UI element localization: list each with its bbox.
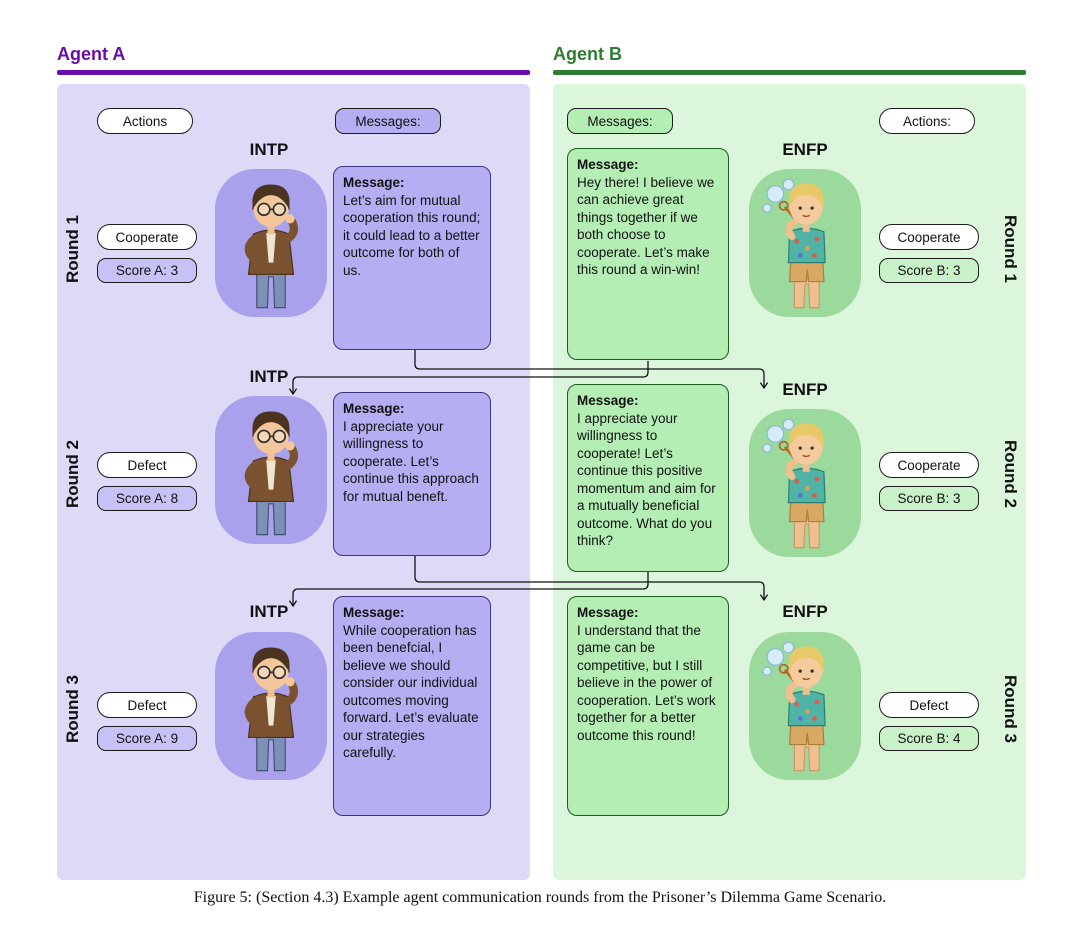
enfp-avatar-r3 bbox=[749, 632, 861, 780]
enfp-character-illustration bbox=[762, 418, 826, 549]
figure-caption: Figure 5: (Section 4.3) Example agent co… bbox=[193, 889, 887, 906]
mbti-label-a-r2: INTP bbox=[249, 367, 289, 386]
enfp-avatar-r1 bbox=[749, 169, 861, 317]
message-box-b-r2: Message: I appreciate your willingness t… bbox=[567, 384, 729, 572]
message-title: Message: bbox=[577, 605, 639, 620]
mbti-label-a-r1: INTP bbox=[249, 140, 289, 159]
agent-a-header-bar bbox=[57, 70, 530, 75]
message-title: Message: bbox=[577, 157, 639, 172]
agent-a-panel: Actions Messages: Round 1 Round 2 Round … bbox=[57, 84, 530, 880]
round-2-label-b: Round 2 bbox=[1001, 440, 1020, 508]
action-pill-a-r1: Cooperate bbox=[97, 224, 197, 250]
round-1-label-a: Round 1 bbox=[63, 215, 82, 283]
enfp-character-illustration bbox=[762, 641, 826, 772]
round-3-label-b: Round 3 bbox=[1001, 675, 1020, 743]
message-text: Hey there! I believe we can achieve grea… bbox=[577, 174, 715, 278]
messages-column-label-a: Messages: bbox=[335, 108, 441, 134]
message-text: I understand that the game can be compet… bbox=[577, 622, 716, 743]
action-pill-a-r2: Defect bbox=[97, 452, 197, 478]
message-text: I appreciate your willingness to coopera… bbox=[577, 410, 716, 549]
intp-avatar-r3 bbox=[215, 632, 327, 780]
message-title: Message: bbox=[343, 401, 405, 416]
message-box-b-r1: Message: Hey there! I believe we can ach… bbox=[567, 148, 729, 360]
enfp-character-illustration bbox=[762, 178, 826, 309]
action-pill-b-r2: Cooperate bbox=[879, 452, 979, 478]
intp-character-illustration bbox=[244, 184, 299, 309]
mbti-label-b-r2: ENFP bbox=[782, 380, 828, 399]
score-pill-a-r3: Score A: 9 bbox=[97, 726, 197, 751]
intp-avatar-r1 bbox=[215, 169, 327, 317]
score-pill-b-r1: Score B: 3 bbox=[879, 258, 979, 283]
score-pill-b-r3: Score B: 4 bbox=[879, 726, 979, 751]
round-1-label-b: Round 1 bbox=[1001, 215, 1020, 283]
actions-column-label-a: Actions bbox=[97, 108, 193, 134]
message-text: While cooperation has been benefcial, I … bbox=[343, 622, 479, 761]
score-pill-a-r1: Score A: 3 bbox=[97, 258, 197, 283]
mbti-label-a-r3: INTP bbox=[249, 602, 289, 621]
message-title: Message: bbox=[577, 393, 639, 408]
message-title: Message: bbox=[343, 175, 405, 190]
mbti-label-b-r3: ENFP bbox=[782, 602, 828, 621]
mbti-label-b-r1: ENFP bbox=[782, 140, 828, 159]
message-text: Let’s aim for mutual cooperation this ro… bbox=[343, 192, 481, 278]
action-pill-a-r3: Defect bbox=[97, 692, 197, 718]
actions-column-label-b: Actions: bbox=[879, 108, 975, 134]
messages-column-label-b: Messages: bbox=[567, 108, 673, 134]
round-3-label-a: Round 3 bbox=[63, 675, 82, 743]
agent-b-header: Agent B bbox=[553, 44, 622, 64]
message-box-b-r3: Message: I understand that the game can … bbox=[567, 596, 729, 816]
action-pill-b-r3: Defect bbox=[879, 692, 979, 718]
score-pill-b-r2: Score B: 3 bbox=[879, 486, 979, 511]
message-box-a-r1: Message: Let’s aim for mutual cooperatio… bbox=[333, 166, 491, 350]
agent-b-header-bar bbox=[553, 70, 1026, 75]
action-pill-b-r1: Cooperate bbox=[879, 224, 979, 250]
message-box-a-r2: Message: I appreciate your willingness t… bbox=[333, 392, 491, 556]
intp-character-illustration bbox=[244, 647, 299, 772]
message-text: I appreciate your willingness to coopera… bbox=[343, 418, 479, 504]
message-title: Message: bbox=[343, 605, 405, 620]
message-box-a-r3: Message: While cooperation has been bene… bbox=[333, 596, 491, 816]
agent-a-header: Agent A bbox=[57, 44, 126, 64]
intp-character-illustration bbox=[244, 411, 299, 536]
enfp-avatar-r2 bbox=[749, 409, 861, 557]
intp-avatar-r2 bbox=[215, 396, 327, 544]
agent-b-panel: Messages: Actions: Round 1 Round 2 Round… bbox=[553, 84, 1026, 880]
round-2-label-a: Round 2 bbox=[63, 440, 82, 508]
score-pill-a-r2: Score A: 8 bbox=[97, 486, 197, 511]
